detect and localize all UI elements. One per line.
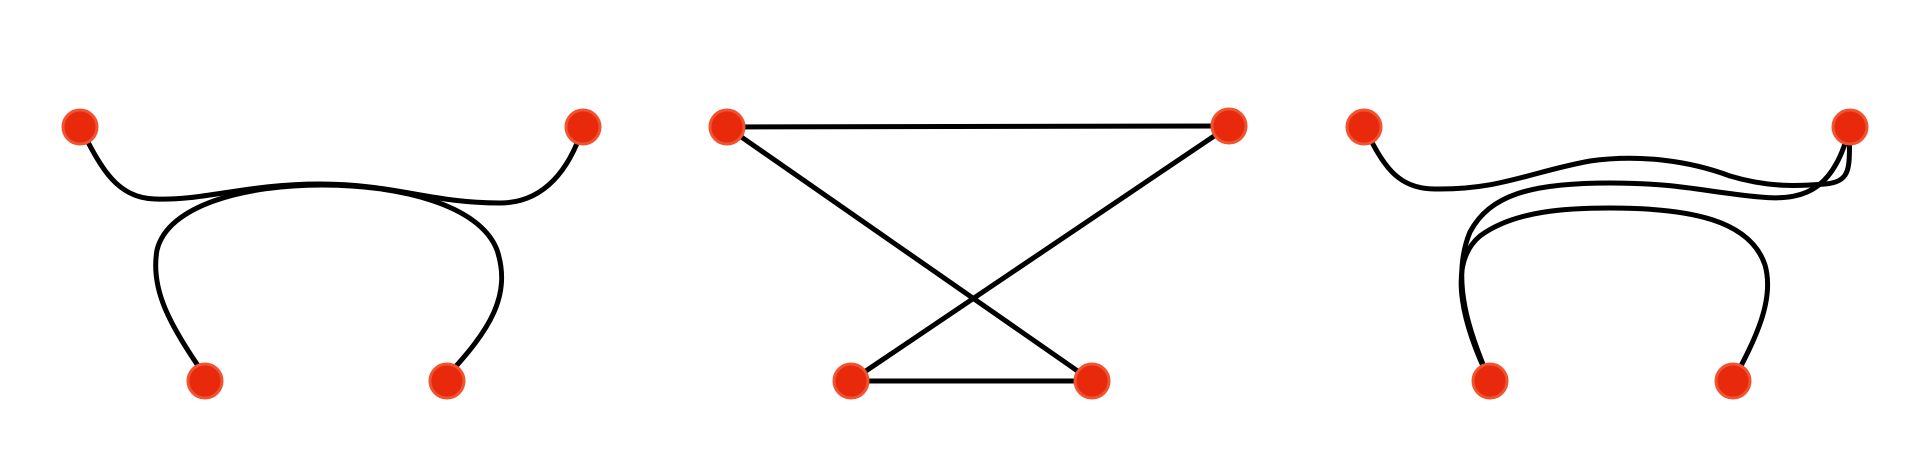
- panel-3-node-bottom-right: [1714, 362, 1752, 400]
- panel-3: [1345, 108, 1869, 400]
- panel-3-edge-bottom-left-to-top-right: [1459, 124, 1853, 384]
- panel-2-edge-top: [724, 123, 1232, 130]
- panel-1-edge-top-left-to-top-right: [77, 124, 586, 206]
- panel-2-edge-diagonal-b: [848, 123, 1232, 384]
- panel-1-node-bottom-left: [186, 362, 224, 400]
- panel-1-node-top-right: [564, 108, 602, 146]
- panel-2-node-bottom-right: [1073, 362, 1111, 400]
- panel-3-node-top-right: [1831, 108, 1869, 146]
- panel-1-node-bottom-right: [428, 362, 466, 400]
- panel-1-node-top-left: [61, 108, 99, 146]
- panel-2-node-bottom-left: [832, 362, 870, 400]
- panel-1-edge-bottom-left-to-bottom-right: [153, 182, 505, 379]
- panel-2-node-top-right: [1210, 107, 1248, 145]
- panel-3-edge-bottom-left-to-bottom-right: [1458, 205, 1771, 384]
- panel-2-node-top-left: [708, 108, 746, 146]
- panel-3-edge-top-left-to-top-right: [1361, 124, 1853, 192]
- panel-3-node-top-left: [1345, 108, 1383, 146]
- panel-2: [708, 107, 1248, 400]
- panel-1: [61, 108, 602, 400]
- panel-3-node-bottom-left: [1471, 362, 1509, 400]
- panel-2-edge-diagonal-a: [724, 124, 1095, 384]
